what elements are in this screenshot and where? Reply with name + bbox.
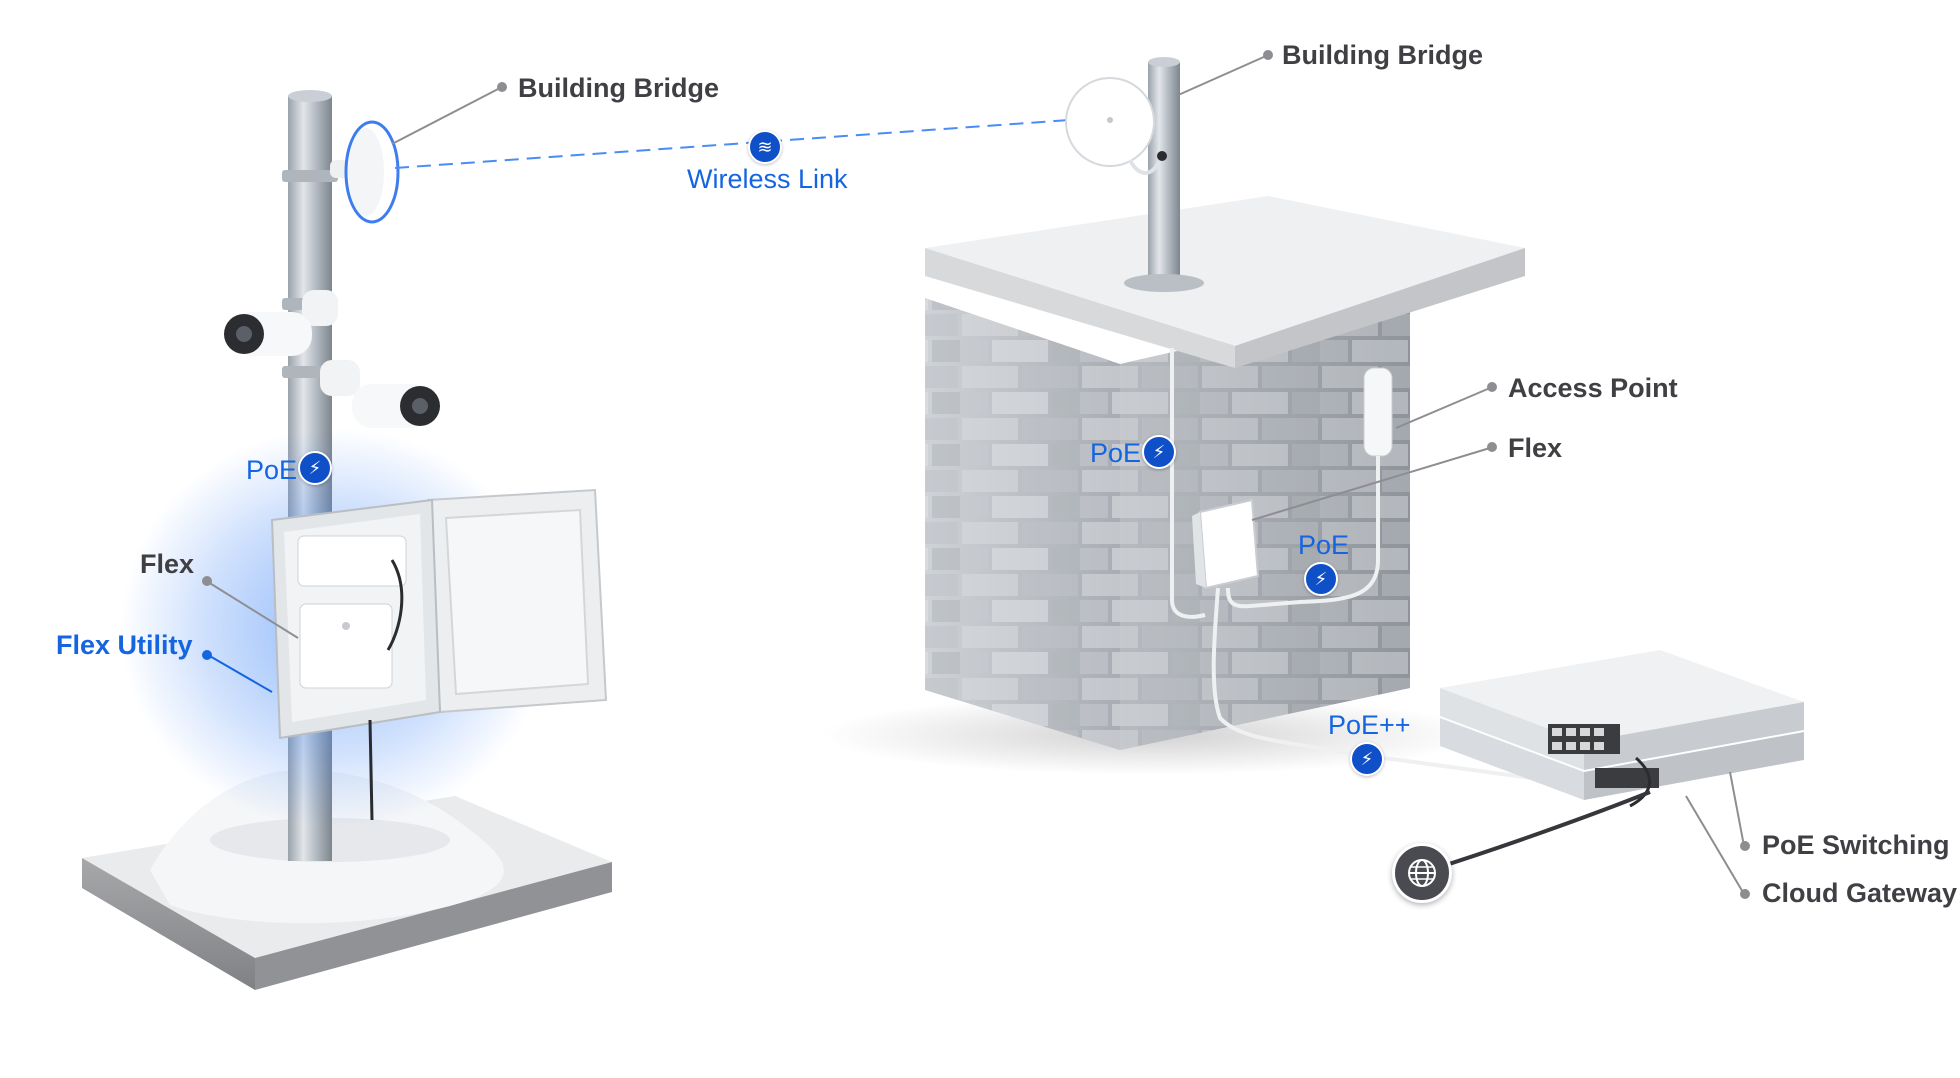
power-icon-wall-left: ⚡ — [1142, 435, 1176, 469]
label-cloud-gateway: Cloud Gateway — [1762, 878, 1958, 908]
wan-cable — [1423, 790, 1651, 874]
wireless-icon: ≋ — [748, 130, 782, 164]
leader-lines — [207, 55, 1745, 895]
flex-switch-top — [297, 535, 407, 587]
building-bridge-left-device — [330, 120, 400, 224]
cable-to-switch — [1211, 587, 1621, 792]
cable-to-top — [1170, 348, 1206, 619]
right-pole — [1148, 62, 1180, 284]
poe-switch-top — [1440, 650, 1804, 742]
enclosure-door — [426, 488, 608, 714]
rack-stack — [1423, 650, 1804, 874]
label-access-point: Access Point — [1508, 373, 1678, 403]
label-flex-right: Flex — [1508, 433, 1563, 463]
label-poe-pole: PoE — [246, 455, 298, 485]
label-building-bridge-left: Building Bridge — [518, 73, 719, 103]
label-flex-left: Flex — [140, 549, 195, 579]
wireless-link-line — [394, 117, 1099, 169]
building-bridge-right-device — [1065, 77, 1167, 175]
label-poe-wall-right: PoE — [1298, 530, 1350, 560]
label-flex-utility: Flex Utility — [56, 630, 193, 660]
pole-site — [82, 90, 612, 990]
access-point-device — [1363, 367, 1393, 457]
label-poe-wall-left: PoE — [1090, 438, 1142, 468]
flex-utility-dot — [202, 650, 212, 660]
brick-pillar — [820, 57, 1621, 792]
label-poe-switching: PoE Switching — [1762, 830, 1950, 860]
flex-utility-leader — [207, 654, 273, 693]
flex-switch-right-device — [1192, 498, 1260, 590]
label-wireless-link: Wireless Link — [687, 164, 848, 194]
power-icon-poe-plus-plus: ⚡ — [1350, 742, 1384, 776]
cloud-gateway-body — [1440, 718, 1584, 800]
camera-upper — [224, 290, 338, 356]
globe-icon — [1392, 843, 1452, 903]
label-building-bridge-right: Building Bridge — [1282, 40, 1483, 70]
leader-dots — [202, 50, 1750, 899]
power-icon-wall-right: ⚡ — [1304, 562, 1338, 596]
label-poe-plus-plus: PoE++ — [1328, 710, 1411, 740]
flex-utility-enclosure — [270, 498, 442, 821]
camera-lower — [320, 360, 440, 428]
pillar-cap-top — [925, 196, 1525, 346]
power-icon-pole: ⚡ — [298, 451, 332, 485]
flex-switch-left-device — [299, 603, 393, 689]
cable-to-access-point — [1226, 456, 1380, 609]
